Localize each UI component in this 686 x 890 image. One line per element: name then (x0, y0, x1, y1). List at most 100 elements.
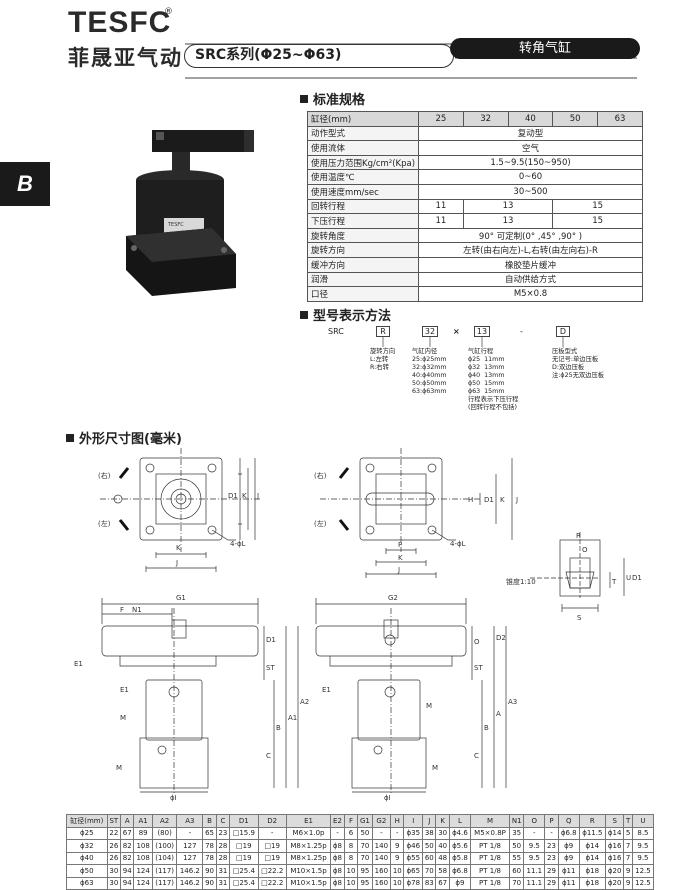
dim-cell: ϕ11.5 (578, 826, 606, 840)
bullet-square-icon (300, 311, 308, 319)
dim-cell: - (390, 826, 405, 840)
dim-cell: 31 (215, 864, 231, 878)
registered-mark: ® (164, 7, 173, 17)
svg-text:J: J (175, 559, 178, 567)
dim-cell: ϕ4.6 (448, 826, 471, 840)
svg-text:O: O (582, 546, 588, 554)
dim-header-cell: E1 (285, 814, 332, 828)
dim-cell: 35 (509, 826, 525, 840)
dim-cell: 67 (435, 876, 450, 890)
spec-cell: 复动型 (418, 125, 643, 142)
dim-cell: 83 (422, 876, 437, 890)
dim-cell: □19 (257, 851, 287, 865)
dim-cell: 30 (106, 876, 122, 890)
dim-cell: 67 (120, 826, 135, 840)
dim-cell: ϕ14 (604, 826, 625, 840)
model-dash: - (520, 327, 523, 336)
dim-cell: 58 (435, 864, 450, 878)
spec-cell: 15 (552, 213, 643, 229)
svg-text:S: S (577, 614, 582, 622)
left-turn-label: (左) (98, 519, 111, 528)
svg-text:U: U (626, 574, 631, 582)
dim-header-cell: 缸径(mm) (66, 814, 108, 828)
model-separator: × (453, 327, 460, 336)
svg-text:M: M (426, 702, 432, 710)
svg-text:F: F (120, 606, 124, 614)
dim-cell: ϕ63 (66, 876, 108, 890)
svg-text:A1: A1 (288, 714, 297, 722)
spec-row-label: 下压行程 (306, 213, 420, 229)
dim-cell: M8×1.25p (285, 839, 332, 853)
spec-header-cell: 50 (552, 111, 599, 127)
dim-cell: 124 (133, 864, 153, 878)
dim-header-cell: G2 (371, 814, 392, 828)
dim-cell: □19 (257, 839, 287, 853)
dim-cell: ϕ18 (578, 864, 606, 878)
dim-header-cell: K (435, 814, 450, 828)
dim-cell: 9 (390, 839, 405, 853)
dim-cell: 8 (343, 839, 359, 853)
spec-section-title: 标准规格 (300, 89, 365, 108)
spec-cell: 13 (462, 198, 554, 215)
spec-row-label: 回转行程 (306, 198, 420, 215)
dim-cell: ϕ9 (448, 876, 471, 890)
dim-cell: 60 (509, 864, 525, 878)
dim-cell: ϕ35 (403, 826, 424, 840)
dim-cell: 10 (343, 864, 359, 878)
taper-label: 锥度1:10 (506, 577, 536, 586)
section-tab: B (0, 162, 50, 206)
dim-cell: 9.5 (631, 851, 655, 865)
svg-text:R: R (576, 532, 581, 540)
model-box-rotation: R (376, 326, 390, 337)
model-code-diagram: SRC R 32 × 13 - D 旋转方向 L:左转 R:右转 气缸内径 25… (328, 326, 658, 416)
dim-cell: 82 (120, 839, 135, 853)
dim-cell: 108 (133, 851, 153, 865)
dim-cell: □25.4 (229, 864, 259, 878)
svg-text:A3: A3 (508, 698, 517, 706)
dim-header-cell: L (448, 814, 471, 828)
dim-cell: PT 1/8 (469, 876, 511, 890)
svg-text:M: M (432, 764, 438, 772)
model-prefix: SRC (328, 327, 344, 336)
dim-cell: 90 (202, 864, 217, 878)
dim-cell: 9.5 (631, 839, 655, 853)
svg-text:K: K (242, 492, 247, 500)
dim-cell: □22.2 (257, 864, 287, 878)
bullet-square-icon (300, 95, 308, 103)
svg-text:A2: A2 (300, 698, 309, 706)
model-box-plate: D (556, 326, 570, 337)
svg-text:E1: E1 (322, 686, 331, 694)
dim-cell: 22 (106, 826, 122, 840)
dim-cell: 95 (357, 864, 373, 878)
right-turn-label: (右) (98, 471, 111, 480)
dim-header-cell: T (623, 814, 633, 828)
svg-text:J: J (515, 496, 518, 504)
dim-cell: 55 (509, 851, 525, 865)
svg-text:T: T (611, 578, 617, 586)
dim-cell: ϕ8 (330, 851, 345, 865)
spec-row: 润滑自动供给方式 (306, 271, 643, 288)
dim-cell: - (330, 826, 345, 840)
svg-text:M: M (116, 764, 122, 772)
dim-cell: ϕ32 (66, 839, 108, 853)
svg-text:D2: D2 (496, 634, 506, 642)
brand-logo: TESFC (68, 6, 172, 39)
svg-text:J: J (256, 492, 259, 500)
dim-cell: □22.2 (257, 876, 287, 890)
spec-row: 缓冲方向橡胶垫片缓冲 (306, 256, 643, 273)
left-turn-label-2: (左) (314, 519, 327, 528)
dim-header-cell: E2 (330, 814, 345, 828)
dim-cell: ϕ20 (604, 876, 625, 890)
spec-row-label: 使用温度℃ (306, 169, 420, 185)
dim-cell: - (371, 826, 392, 840)
